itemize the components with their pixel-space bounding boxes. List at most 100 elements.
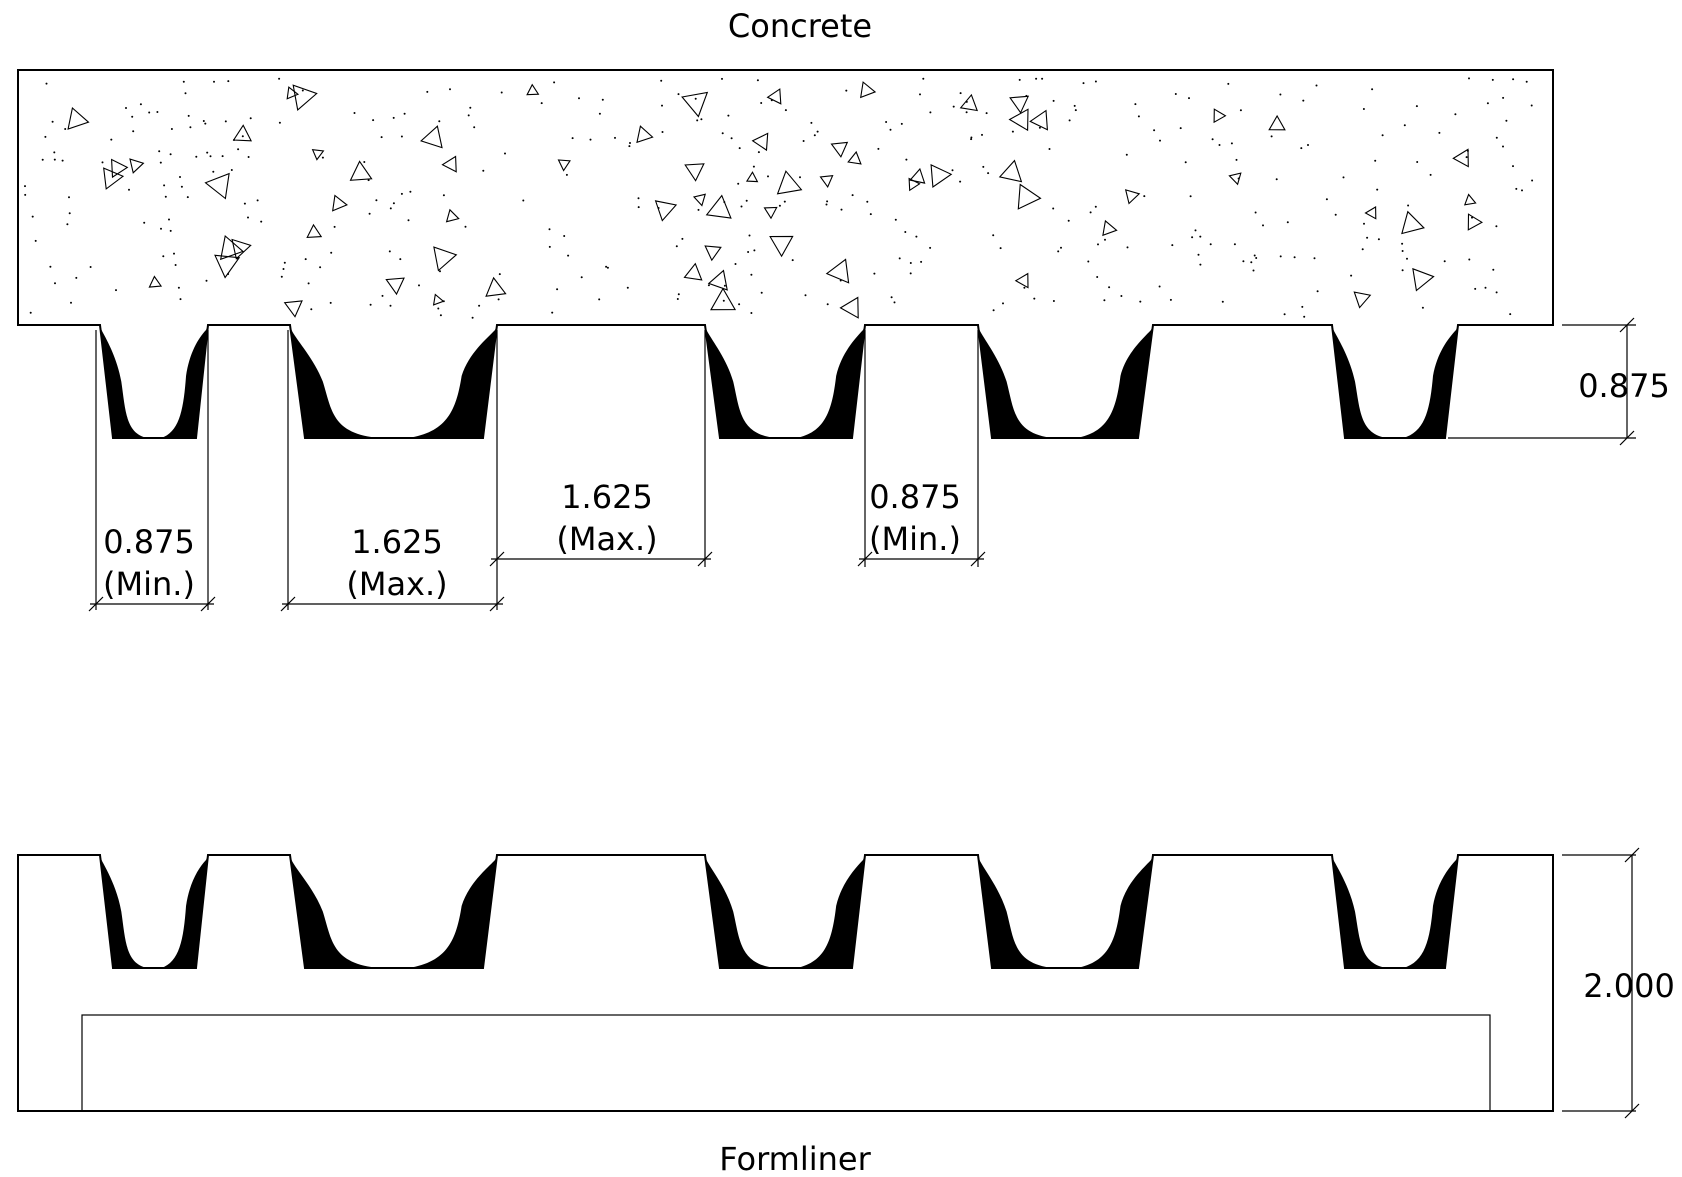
aggregate-dot [1283, 313, 1286, 316]
aggregate-dot [467, 114, 470, 117]
aggregate-dot [929, 111, 932, 114]
rib-shadow-right [161, 325, 208, 438]
aggregate-dot [1254, 211, 1257, 214]
aggregate-dot [894, 218, 897, 221]
aggregate-dot [187, 114, 190, 117]
aggregate-dot [567, 254, 570, 257]
aggregate-dot [1035, 77, 1038, 80]
aggregate-dot [952, 105, 955, 108]
aggregate-dot [1096, 276, 1099, 278]
aggregate-stone [204, 172, 230, 200]
aggregate-stone [909, 167, 926, 184]
aggregate-dot [170, 128, 173, 130]
aggregate-stone [908, 177, 921, 192]
aggregate-dot [1421, 306, 1424, 309]
aggregate-stone [1014, 272, 1029, 289]
aggregate-dot [1429, 173, 1432, 176]
aggregate-dot [1233, 243, 1236, 246]
aggregate-dot [556, 288, 559, 291]
aggregate-stone [311, 149, 325, 161]
formliner-backing-hatch [81, 1014, 1491, 1112]
aggregate-dot [186, 196, 189, 199]
aggregate-dot [89, 266, 92, 268]
aggregate-stone [526, 83, 540, 96]
aggregate-dot [64, 128, 67, 130]
aggregate-dot [1094, 80, 1097, 83]
aggregate-dot [1211, 138, 1214, 141]
aggregate-dot [1515, 187, 1518, 190]
aggregate-dot [873, 272, 876, 275]
aggregate-dot [159, 161, 162, 164]
aggregate-dot [333, 225, 336, 228]
aggregate-dot [747, 251, 750, 253]
aggregate-stone [636, 125, 654, 144]
aggregate-dot [132, 130, 135, 133]
aggregate-dot [1350, 274, 1353, 277]
aggregate-stone [111, 158, 129, 179]
aggregate-dot [1191, 236, 1194, 239]
aggregate-dot [929, 246, 932, 249]
aggregate-dot [1275, 178, 1278, 181]
aggregate-dot [723, 201, 726, 203]
aggregate-dot [778, 204, 781, 207]
aggregate-dot [1082, 82, 1085, 85]
aggregate-dot [1531, 179, 1534, 182]
aggregate-dot [904, 231, 907, 233]
aggregate-dot [783, 200, 786, 203]
aggregate-dot [321, 156, 324, 159]
aggregate-dot [389, 304, 392, 307]
aggregate-dot [965, 100, 968, 103]
aggregate-dot [1252, 269, 1255, 272]
aggregate-dot [745, 199, 748, 202]
aggregate-dot [1137, 115, 1140, 118]
aggregate-dot [41, 158, 44, 161]
aggregate-dot [1466, 149, 1469, 152]
aggregate-dot [1505, 119, 1508, 122]
aggregate-dot [637, 206, 640, 209]
aggregate-dot [1374, 159, 1377, 162]
aggregate-dot [101, 161, 104, 164]
rib-width-max-value: 1.625 [351, 523, 443, 561]
aggregate-dot [363, 161, 366, 163]
aggregate-dot [637, 197, 640, 200]
aggregate-dot [115, 289, 117, 292]
formliner-rib-shadows [100, 855, 1458, 968]
aggregate-stone [1008, 108, 1029, 132]
aggregate-dot [548, 228, 551, 231]
aggregate-dot [304, 258, 307, 261]
aggregate-dot [221, 155, 224, 158]
formliner-thickness-label: 2.000 [1583, 967, 1675, 1005]
aggregate-dot [1484, 286, 1487, 289]
aggregate-dot [951, 169, 954, 172]
aggregate-dot [260, 220, 263, 223]
aggregate-stone [847, 150, 862, 165]
aggregate-dot [206, 151, 209, 154]
aggregate-dot [249, 117, 252, 120]
aggregate-dot [1068, 119, 1071, 122]
aggregate-dot [1033, 297, 1036, 300]
aggregate-dot [380, 136, 383, 139]
aggregate-dot [694, 97, 697, 100]
aggregate-dot [738, 147, 741, 150]
aggregate-dot [54, 282, 56, 285]
aggregate-dot [866, 200, 869, 203]
aggregate-dot [1407, 204, 1410, 207]
aggregate-dot [753, 249, 756, 252]
aggregate-dot [1073, 104, 1076, 107]
aggregate-dot [737, 182, 740, 185]
aggregate-dot [551, 311, 554, 314]
aggregate-dot [1495, 225, 1498, 228]
rib-depth-label: 0.875 [1578, 367, 1670, 405]
aggregate-dot [184, 92, 187, 95]
aggregate-dot [195, 155, 198, 158]
aggregate-dot [1218, 144, 1221, 146]
aggregate-stone [930, 164, 953, 188]
aggregate-stone [1412, 267, 1435, 292]
aggregate-stone [432, 293, 445, 306]
aggregate-dot [985, 112, 988, 115]
aggregate-dot [661, 131, 664, 133]
aggregate-dot [1103, 299, 1106, 302]
aggregate-dot [1262, 224, 1264, 227]
aggregate-dot [677, 93, 680, 96]
aggregate-dot [469, 106, 472, 109]
